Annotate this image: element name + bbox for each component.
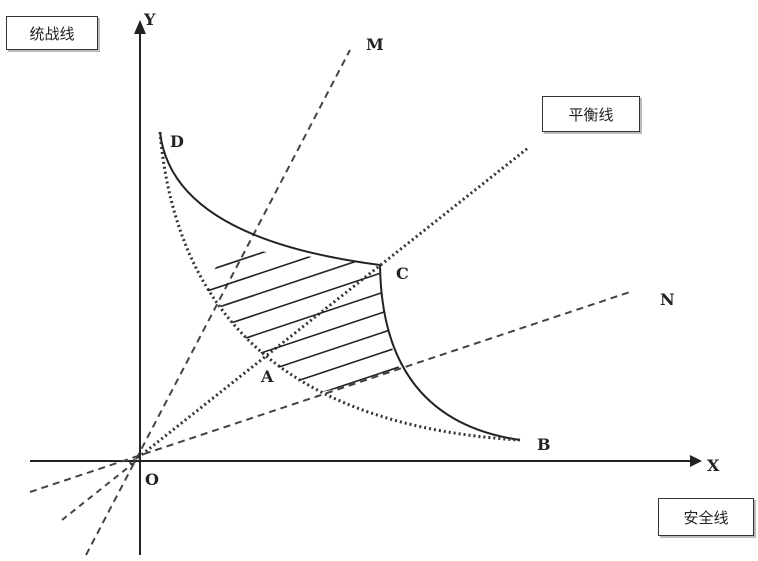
point-c-label: C bbox=[396, 264, 409, 283]
balance-line-dotted bbox=[129, 146, 529, 466]
line-n-label: N bbox=[660, 290, 675, 309]
line-lower-dashed bbox=[61, 457, 141, 521]
label-box-tongzhan-line: 统战线 bbox=[6, 16, 98, 50]
label-box-safety-line: 安全线 bbox=[658, 498, 754, 536]
point-d-label: D bbox=[170, 132, 184, 151]
curve-c-to-b bbox=[379, 264, 521, 441]
x-axis-label: X bbox=[707, 456, 720, 475]
line-m-dashed bbox=[85, 49, 351, 556]
line-n-dashed bbox=[29, 291, 631, 493]
point-a-label: A bbox=[260, 367, 274, 386]
x-axis-arrow bbox=[690, 455, 702, 467]
curve-d-a-b-dotted bbox=[158, 131, 521, 442]
hatched-region bbox=[204, 248, 402, 392]
point-b-label: B bbox=[537, 435, 551, 454]
line-m-label: M bbox=[366, 35, 384, 54]
label-box-balance-line: 平衡线 bbox=[542, 96, 640, 132]
origin-label: O bbox=[145, 470, 159, 489]
y-axis-label: Y bbox=[143, 10, 156, 29]
curve-d-to-c bbox=[159, 131, 381, 266]
y-axis-arrow bbox=[134, 20, 146, 34]
